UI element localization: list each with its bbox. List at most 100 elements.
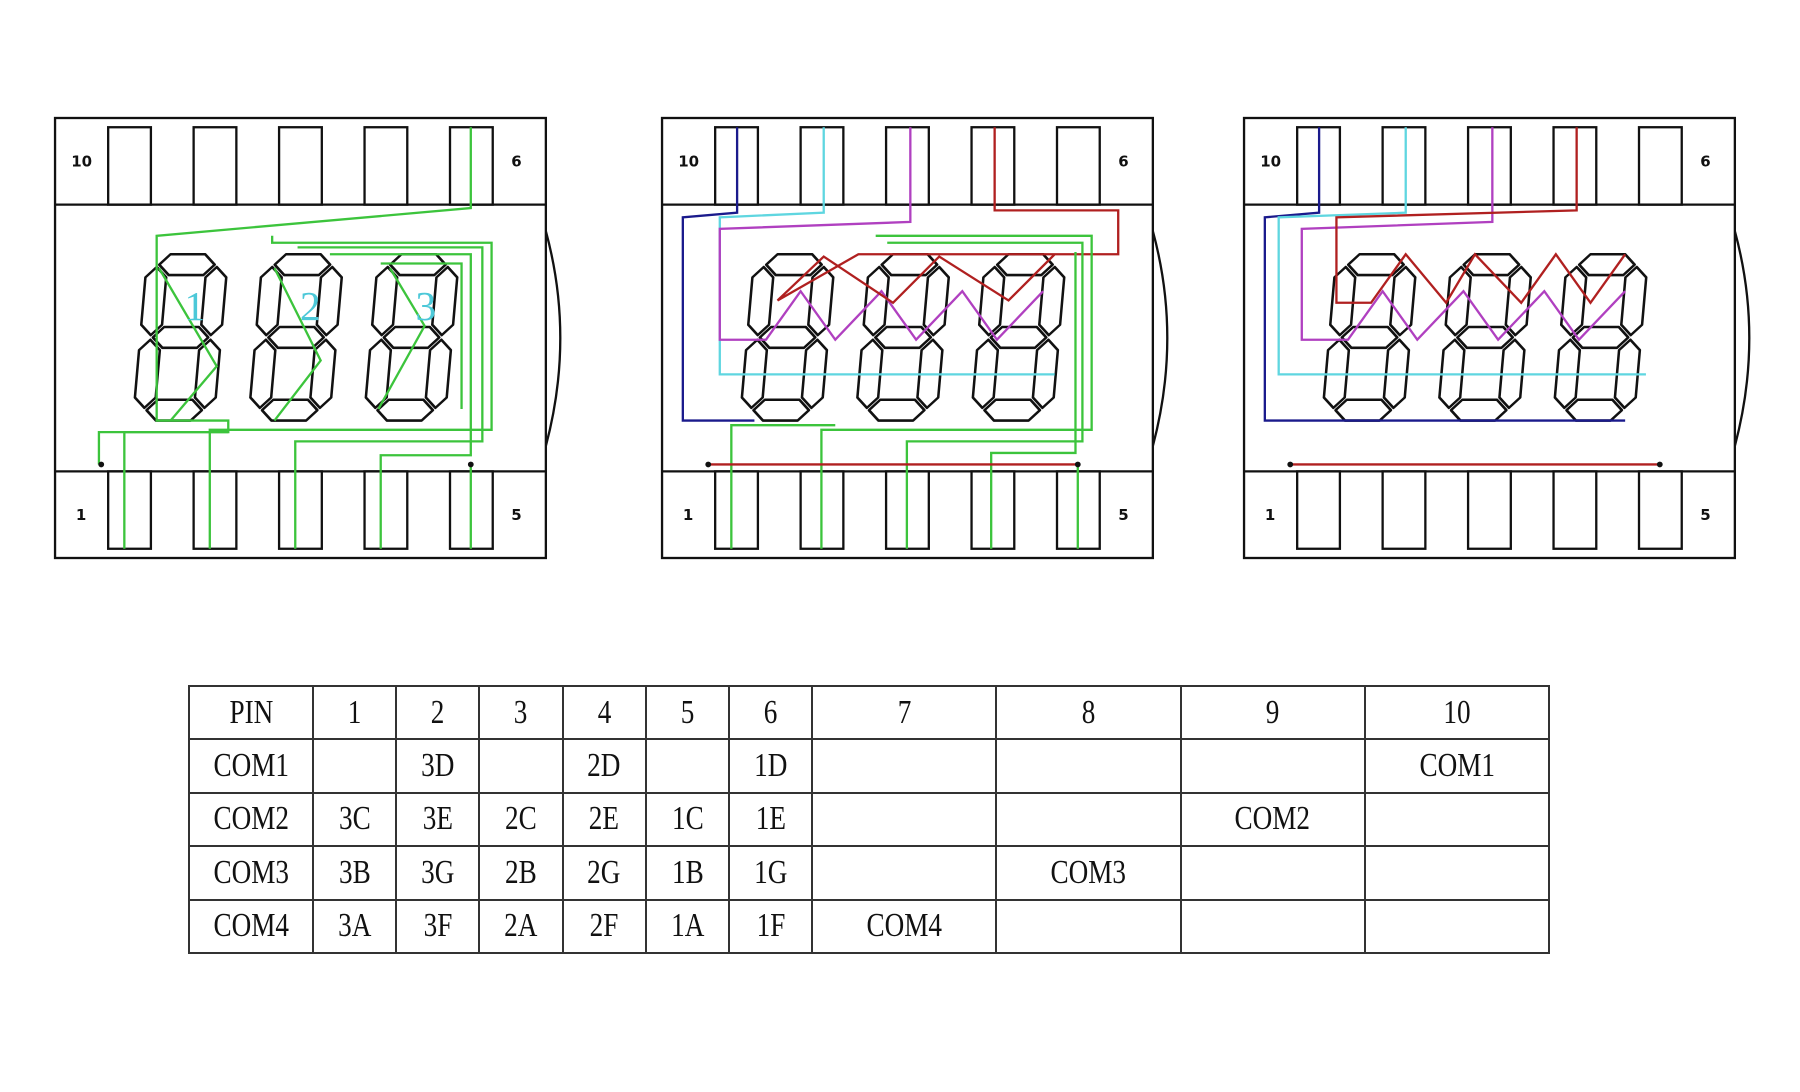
bottom-pin xyxy=(1637,470,1683,550)
table-cell: COM3 xyxy=(188,845,314,901)
segment-d xyxy=(752,398,811,422)
table-cell: COM2 xyxy=(188,791,314,848)
wire-trace xyxy=(273,267,323,422)
segment-b xyxy=(315,265,344,337)
bottom-pin xyxy=(1381,470,1427,550)
seven-segment-digit xyxy=(249,253,344,422)
table-cell xyxy=(644,738,730,794)
cell-text: 3C xyxy=(338,800,371,838)
pin-number-label: 6 xyxy=(1118,153,1128,171)
digit-position-label: 3 xyxy=(415,283,436,329)
cell-text: 3G xyxy=(421,853,455,891)
wire-trace xyxy=(1300,127,1626,342)
bottom-pin xyxy=(107,470,153,550)
segment-d xyxy=(1334,398,1393,422)
segment-b xyxy=(200,265,228,337)
table-cell: 1 xyxy=(311,684,398,741)
segment-g xyxy=(382,325,441,350)
wire-trace xyxy=(1277,127,1646,376)
segment-b xyxy=(922,265,951,337)
bottom-pin xyxy=(1466,470,1512,550)
segment-b xyxy=(1389,265,1417,337)
wire-trace xyxy=(123,430,229,549)
package-notch xyxy=(544,230,562,447)
table-cell: 2C xyxy=(478,791,564,848)
wire-trace xyxy=(329,253,472,549)
wire-trace xyxy=(97,127,472,465)
segment-f xyxy=(977,265,1006,337)
segment-g xyxy=(1456,325,1515,350)
bottom-pin xyxy=(970,470,1016,550)
table-cell: 2B xyxy=(478,845,564,901)
pin-number-label: 10 xyxy=(1260,153,1281,171)
cell-text: 1E xyxy=(755,800,786,838)
top-pin xyxy=(277,126,323,206)
cell-text: 3B xyxy=(338,853,371,891)
table-cell: 1A xyxy=(644,898,730,955)
table-cell: PIN xyxy=(188,684,314,741)
table-cell: 8 xyxy=(995,684,1182,741)
cell-text: 3D xyxy=(421,747,455,785)
segment-b xyxy=(1038,265,1066,337)
bottom-pin xyxy=(363,470,409,550)
table-cell xyxy=(995,791,1182,848)
table-cell xyxy=(1363,791,1551,848)
digit-position-label: 1 xyxy=(184,283,205,329)
segment-e xyxy=(249,338,277,410)
table-cell: COM4 xyxy=(188,898,314,955)
cell-text: 6 xyxy=(763,693,778,731)
segment-d xyxy=(1449,398,1508,422)
cell-text: 2B xyxy=(505,853,537,891)
table-cell: 1D xyxy=(727,738,814,794)
table-cell: 2E xyxy=(561,791,647,848)
table-cell: COM1 xyxy=(1363,738,1551,794)
segment-d xyxy=(376,398,435,422)
cell-text: 7 xyxy=(897,693,912,731)
top-pin xyxy=(363,126,409,206)
wire-trace xyxy=(730,424,836,549)
cell-text: 5 xyxy=(680,693,695,731)
table-cell: 3F xyxy=(395,898,481,955)
cell-text: 9 xyxy=(1265,693,1280,731)
cell-text: 2 xyxy=(430,693,445,731)
cell-text: PIN xyxy=(229,693,273,731)
table-cell xyxy=(811,791,998,848)
cell-text: COM4 xyxy=(866,907,943,945)
pin-number-label: 6 xyxy=(1700,153,1710,171)
top-pin xyxy=(192,126,238,206)
table-cell xyxy=(811,845,998,901)
cell-text: COM1 xyxy=(1419,747,1495,785)
segment-a xyxy=(273,253,332,277)
segment-c xyxy=(193,338,222,410)
table-cell xyxy=(1363,845,1551,901)
bottom-pin xyxy=(277,470,323,550)
bottom-pin xyxy=(1552,470,1598,550)
table-cell: 2 xyxy=(395,684,481,741)
pin-number-label: 10 xyxy=(678,153,699,171)
wire-trace xyxy=(990,251,1077,549)
top-pin xyxy=(970,126,1016,206)
bottom-pin xyxy=(1296,470,1342,550)
segment-d xyxy=(867,398,926,422)
cell-text: 1A xyxy=(670,907,704,945)
wire-trace xyxy=(380,262,463,410)
table-cell: 4 xyxy=(561,684,647,741)
table-cell: 7 xyxy=(811,684,998,741)
cell-text: 2E xyxy=(589,800,620,838)
segment-a xyxy=(1577,253,1636,277)
table-cell: 9 xyxy=(1179,684,1366,741)
table-cell: COM4 xyxy=(811,898,998,955)
cell-text: 10 xyxy=(1443,693,1471,731)
seven-segment-digit xyxy=(856,253,951,422)
table-cell: 10 xyxy=(1363,684,1551,741)
decimal-point-dot xyxy=(1287,461,1294,468)
table-cell xyxy=(1179,845,1366,901)
package-notch xyxy=(1151,230,1169,447)
segment-f xyxy=(1559,265,1588,337)
table-cell: COM3 xyxy=(995,845,1182,901)
